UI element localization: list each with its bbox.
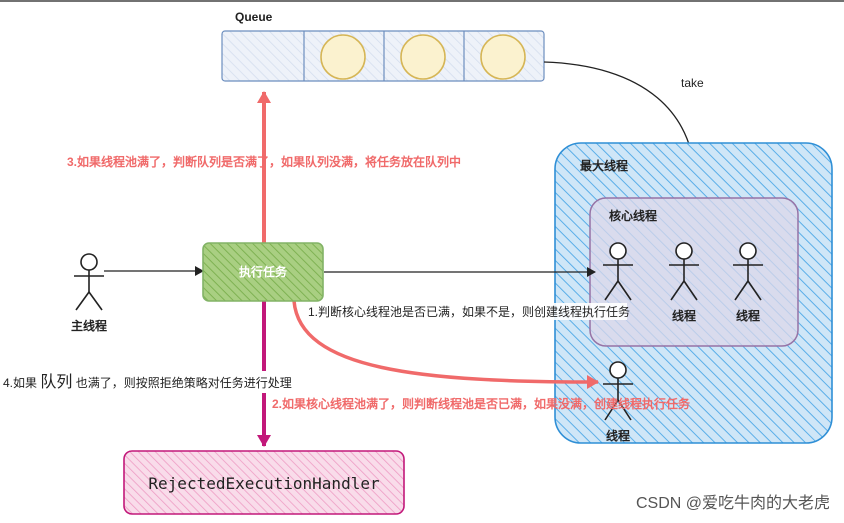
max-threads-label: 最大线程 xyxy=(580,158,628,173)
queue-title: Queue xyxy=(235,10,273,24)
execute-task-box xyxy=(202,242,324,302)
take-label: take xyxy=(681,76,704,90)
main-thread-label: 主线程 xyxy=(71,318,107,333)
execute-task-label: 执行任务 xyxy=(239,264,288,279)
main-thread-figure-icon xyxy=(74,253,104,311)
queue xyxy=(221,30,545,82)
core-thread-figure-icon xyxy=(603,242,633,301)
task-to-extra-thread-arrow xyxy=(292,300,599,389)
extra-thread-label: 线程 xyxy=(606,428,630,443)
core-threads-label: 核心线程 xyxy=(609,208,657,223)
rejected-handler-label: RejectedExecutionHandler xyxy=(148,474,380,493)
step1-text: 1.判断核心线程池是否已满，如果不是，则创建线程执行任务 xyxy=(308,304,630,319)
take-label-bg xyxy=(677,73,709,91)
step4-highlight: 队列 xyxy=(40,373,72,391)
queue-task-circle xyxy=(320,34,366,80)
step4-suffix: 也满了，则按照拒绝策略对任务进行处理 xyxy=(76,375,292,390)
step4-text: 4.如果 队列 也满了，则按照拒绝策略对任务进行处理 xyxy=(3,373,292,391)
core-thread-figure-icon xyxy=(669,242,699,301)
queue-task-circle xyxy=(480,34,526,80)
step3-text: 3.如果线程池满了，判断队列是否满了，如果队列没满，将任务放在队列中 xyxy=(67,154,461,169)
core-thread-label: 线程 xyxy=(672,308,696,323)
step4-bg xyxy=(0,371,290,393)
step2-text: 2.如果核心线程池满了，则判断线程池是否已满，如果没满，创建线程执行任务 xyxy=(272,396,691,411)
rejected-handler-box xyxy=(123,450,405,515)
watermark: CSDN @爱吃牛肉的大老虎 xyxy=(636,494,830,512)
step1-bg xyxy=(305,303,627,320)
queue-task-circle xyxy=(400,34,446,80)
step4-prefix: 4.如果 xyxy=(3,375,37,390)
core-thread-label: 线程 xyxy=(736,308,760,323)
core-thread-figure-icon xyxy=(733,242,763,301)
extra-thread-figure-icon xyxy=(603,361,633,421)
